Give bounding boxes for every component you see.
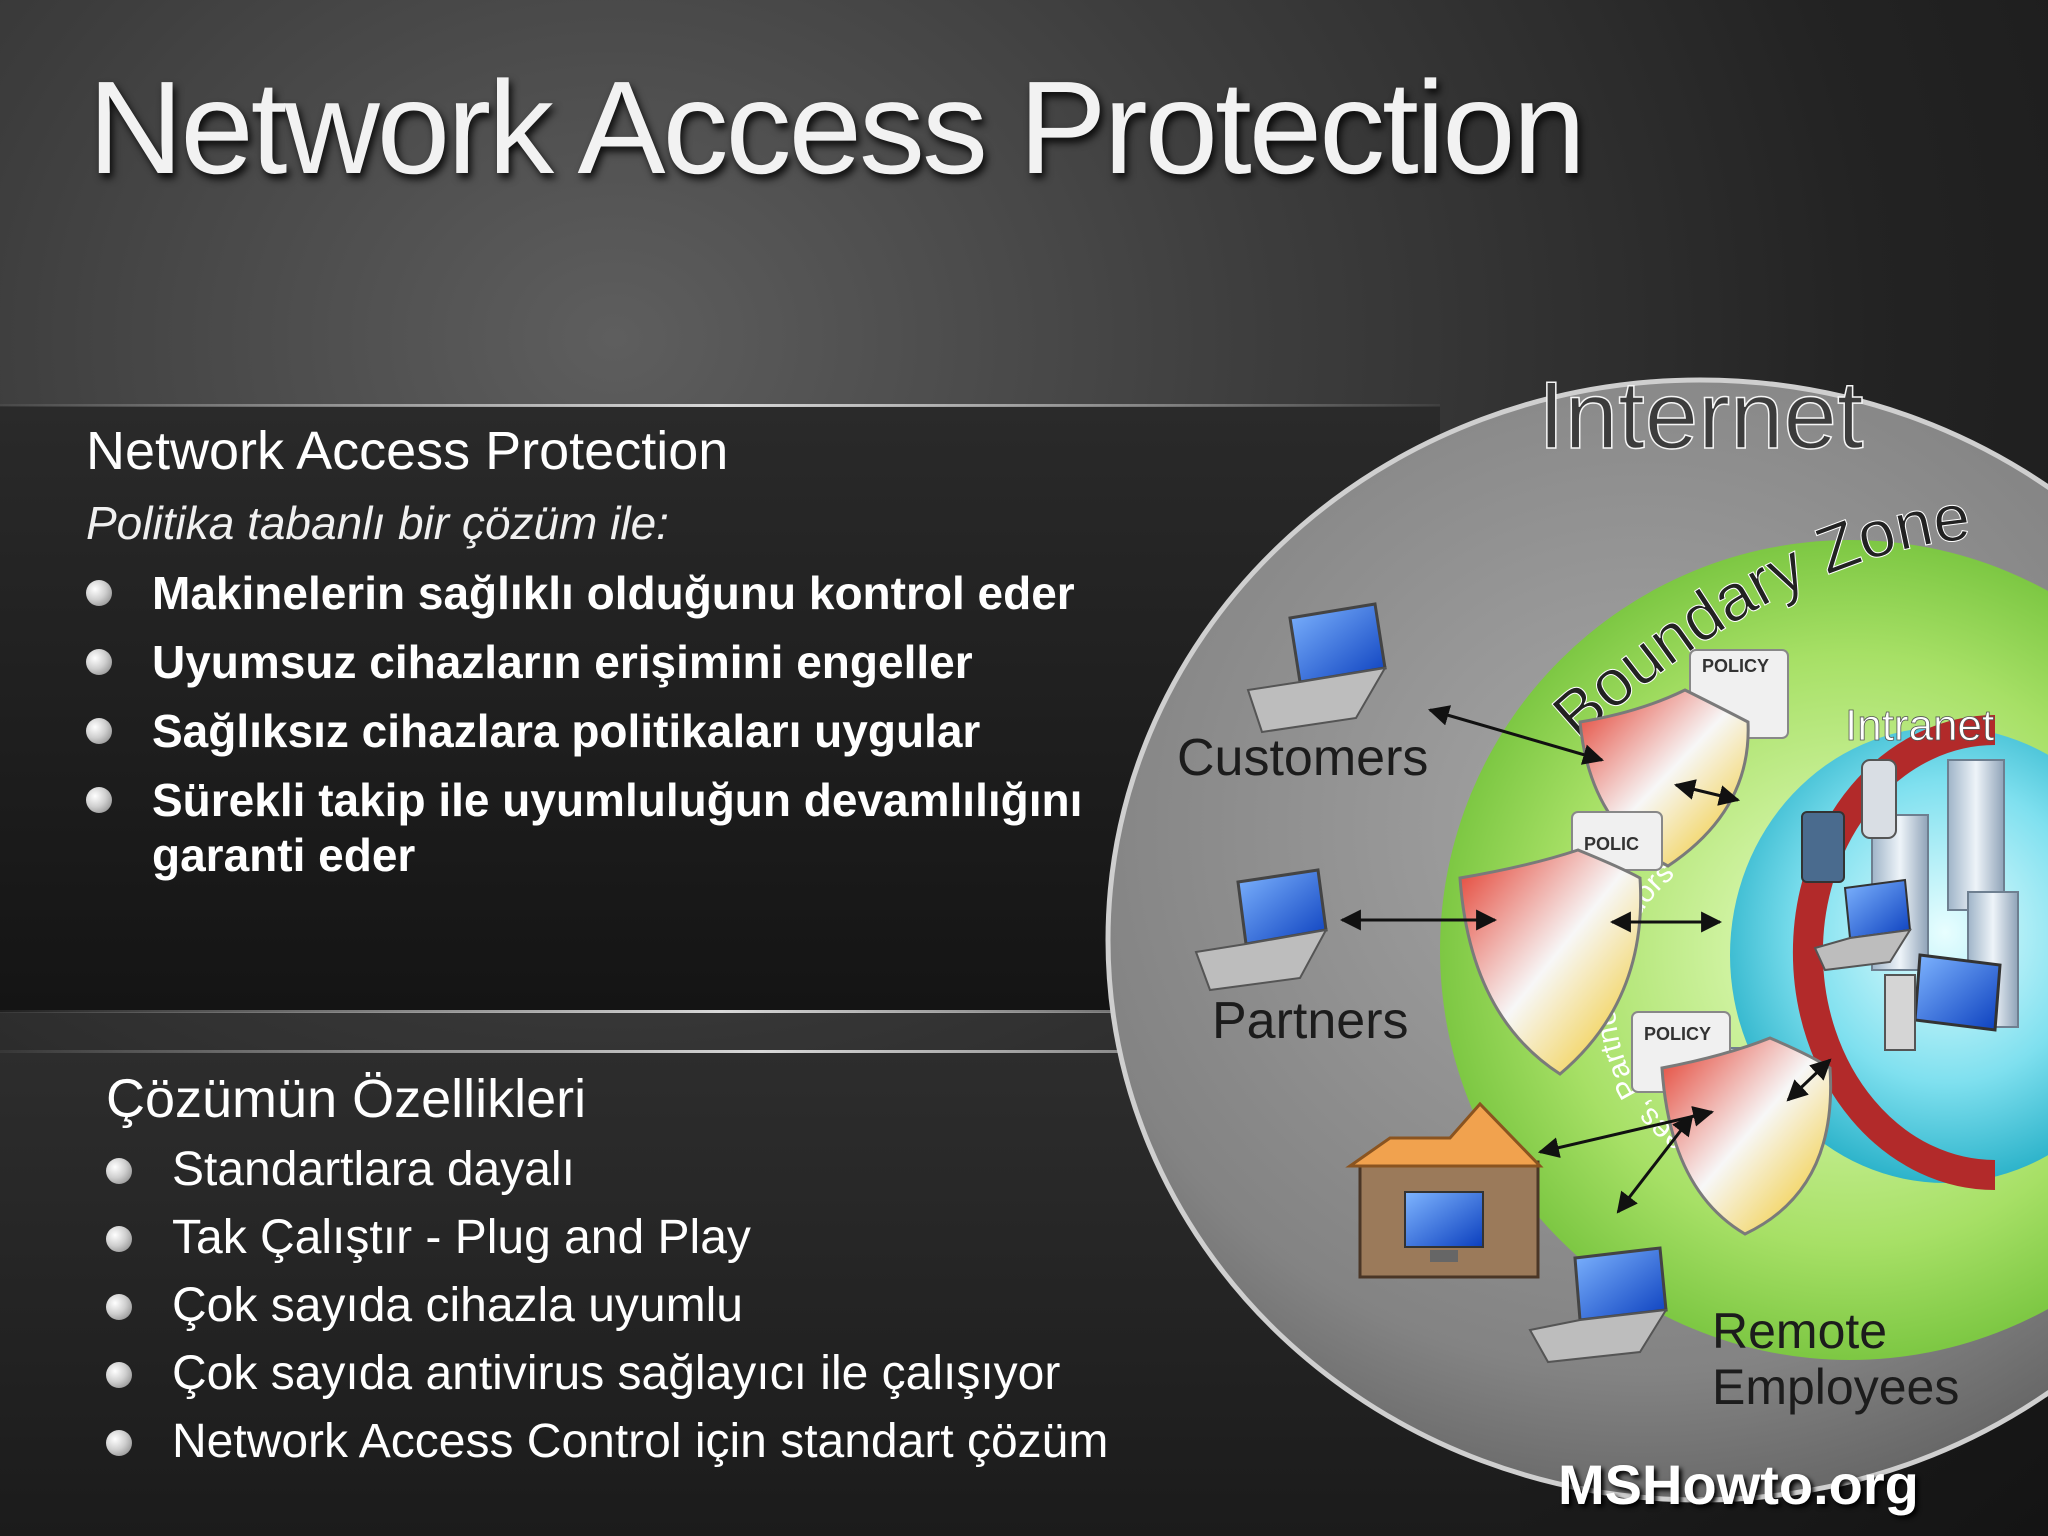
list-item: Çok sayıda antivirus sağlayıcı ile çalış… [106,1346,1306,1402]
solution-heading: Çözümün Özellikleri [106,1069,587,1129]
divider-line [0,1010,1440,1013]
divider-line [0,404,1440,407]
house-icon [1345,1101,1544,1279]
list-item-text: Makinelerin sağlıklı olduğunu kontrol ed… [152,567,1075,619]
list-item: Uyumsuz cihazların erişimini engeller [86,635,1136,690]
customers-label: Customers [1177,729,1428,787]
server-icon [1947,759,2005,911]
features-list: Makinelerin sağlıklı olduğunu kontrol ed… [86,566,1136,897]
monitor-icon [1884,953,2002,1051]
list-item: Sağlıksız cihazlara politikaları uygular [86,704,1136,759]
remote-employees-label: Remote Employees [1712,1303,1959,1415]
bullet-icon [106,1158,132,1184]
laptop-icon [1528,1246,1668,1364]
policy-shield-icon: POLIC [1458,811,1663,1076]
bullet-icon [86,787,112,813]
intranet-label: Intranet [1845,701,1994,750]
phone-icon [1861,759,1897,839]
list-item-text: Sağlıksız cihazlara politikaları uygular [152,705,981,757]
connection-arrow [1673,779,1741,806]
list-item-text: Sürekli takip ile uyumluluğun devamlılığ… [152,774,1083,881]
bullet-icon [86,718,112,744]
list-item-text: Çok sayıda antivirus sağlayıcı ile çalış… [172,1347,1061,1400]
internet-label: Internet [1538,362,1864,469]
list-item-text: Uyumsuz cihazların erişimini engeller [152,636,973,688]
list-item: Standartlara dayalı [106,1142,1306,1198]
slide-title: Network Access Protection [88,54,1586,201]
pda-icon [1801,811,1845,883]
solution-list: Standartlara dayalı Tak Çalıştır - Plug … [106,1142,1306,1482]
divider-line [0,1050,1520,1053]
connection-arrow [1616,1114,1694,1214]
laptop-icon [1813,878,1912,972]
policy-label: POLICY [1702,656,1769,676]
list-item: Network Access Control için standart çöz… [106,1414,1306,1470]
list-item-text: Standartlara dayalı [172,1143,575,1196]
bullet-icon [106,1294,132,1320]
connection-arrow [1786,1058,1832,1102]
bullet-icon [86,649,112,675]
list-item-text: Tak Çalıştır - Plug and Play [172,1211,751,1264]
laptop-icon [1194,868,1328,992]
list-item: Tak Çalıştır - Plug and Play [106,1210,1306,1266]
connection-arrow [1427,705,1605,765]
nap-zone-diagram: Internet Boundary Zone Intranet Employee… [1105,361,2048,1503]
bullet-icon [106,1362,132,1388]
bullet-icon [86,580,112,606]
bullet-icon [106,1226,132,1252]
partners-label: Partners [1212,992,1409,1050]
list-item-text: Network Access Control için standart çöz… [172,1415,1109,1468]
list-item: Çok sayıda cihazla uyumlu [106,1278,1306,1334]
list-item: Makinelerin sağlıklı olduğunu kontrol ed… [86,566,1136,621]
laptop-icon [1246,602,1387,734]
watermark-logo: MSHowto.org [1558,1453,1919,1516]
intranet-ring-band [1792,715,1996,1190]
list-item-text: Çok sayıda cihazla uyumlu [172,1279,743,1332]
policy-label: POLICY [1644,1024,1711,1044]
features-subtitle: Politika tabanlı bir çözüm ile: [86,497,669,549]
list-item: Sürekli takip ile uyumluluğun devamlılığ… [86,773,1136,883]
policy-label: POLIC [1584,834,1639,854]
bullet-icon [106,1430,132,1456]
features-heading: Network Access Protection [86,421,729,481]
